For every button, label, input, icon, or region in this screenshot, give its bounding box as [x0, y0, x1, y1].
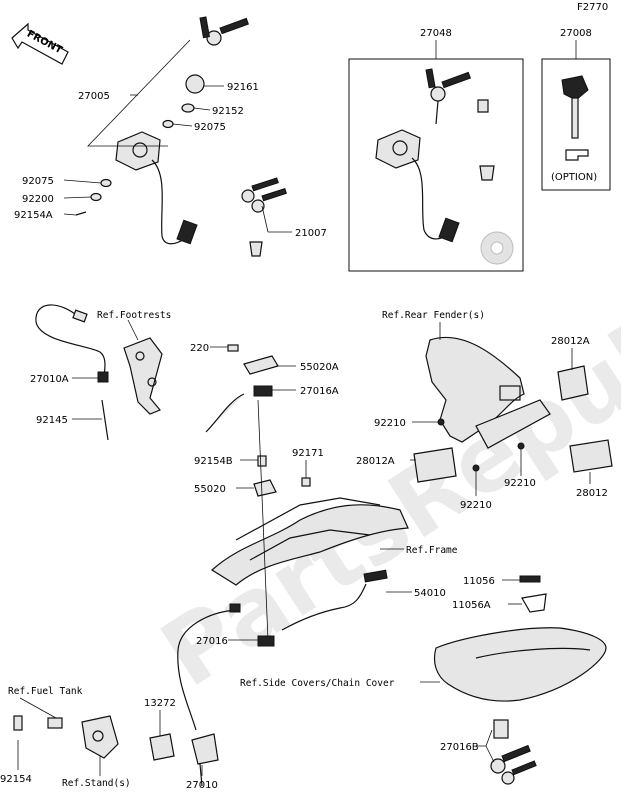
- key-set-21007: [241, 177, 292, 257]
- label-92075b: 92075: [22, 176, 54, 187]
- label-55020: 55020: [194, 484, 226, 495]
- label-28012A-left: 28012A: [356, 456, 395, 467]
- label-27010A: 27010A: [30, 374, 69, 385]
- label-92154A: 92154A: [14, 210, 53, 221]
- ref-side-covers: Ref.Side Covers/Chain Cover: [240, 678, 395, 689]
- reflector-28012A-top: [557, 365, 589, 401]
- leader-lines-top-left: [63, 85, 224, 216]
- center-brackets: [205, 344, 311, 497]
- ref-rear-fender: Ref.Rear Fender(s): [382, 310, 485, 321]
- ref-stands: Ref.Stand(s): [62, 778, 131, 789]
- leader-lines-right: [410, 322, 591, 496]
- label-54010: 54010: [414, 588, 446, 599]
- hooks-11056: [519, 575, 547, 613]
- label-92154: 92154: [0, 774, 32, 785]
- helmet-lock-27016B: [490, 719, 537, 785]
- label-55020A: 55020A: [300, 362, 339, 373]
- ignition-switch-assembly: [75, 16, 250, 245]
- label-27008: 27008: [560, 28, 592, 39]
- label-27016A: 27016A: [300, 386, 339, 397]
- label-13272: 13272: [144, 698, 176, 709]
- side-cover: [433, 627, 607, 702]
- side-stand-switch-27010A: [35, 304, 163, 441]
- label-21007: 21007: [295, 228, 327, 239]
- label-27005: 27005: [78, 91, 110, 102]
- ref-fuel-tank: Ref.Fuel Tank: [8, 686, 83, 697]
- label-92075a: 92075: [194, 122, 226, 133]
- reflector-28012A-left: [413, 447, 457, 483]
- reflector-28012: [569, 439, 613, 473]
- leader-lines-center: [210, 346, 404, 641]
- ref-footrests: Ref.Footrests: [97, 310, 171, 321]
- label-92154B: 92154B: [194, 456, 233, 467]
- label-92171: 92171: [292, 448, 324, 459]
- ref-frame: Ref.Frame: [406, 545, 458, 556]
- option-key-icon: [561, 75, 589, 161]
- fuel-tank-lock-assembly: [13, 603, 241, 787]
- figure-code: F2770: [577, 2, 608, 13]
- label-92152: 92152: [212, 106, 244, 117]
- label-92210b: 92210: [504, 478, 536, 489]
- label-28012A-top: 28012A: [551, 336, 590, 347]
- label-27016: 27016: [196, 636, 228, 647]
- label-27010: 27010: [186, 780, 218, 791]
- seat-lock-cable-54010: [257, 569, 388, 647]
- option-label: (OPTION): [551, 172, 597, 183]
- label-92161: 92161: [227, 82, 259, 93]
- label-27016B: 27016B: [440, 742, 479, 753]
- label-28012: 28012: [576, 488, 608, 499]
- label-92210a: 92210: [374, 418, 406, 429]
- kit-27048-parts: [375, 68, 495, 243]
- label-92145: 92145: [36, 415, 68, 426]
- label-11056A: 11056A: [452, 600, 491, 611]
- label-27048: 27048: [420, 28, 452, 39]
- front-arrow-icon: FRONT: [11, 22, 69, 65]
- label-11056: 11056: [463, 576, 495, 587]
- label-92200: 92200: [22, 194, 54, 205]
- label-220: 220: [190, 343, 209, 354]
- gear-icon: [480, 231, 514, 265]
- rear-fender: [425, 336, 551, 472]
- label-92210c: 92210: [460, 500, 492, 511]
- rear-frame: [211, 497, 409, 586]
